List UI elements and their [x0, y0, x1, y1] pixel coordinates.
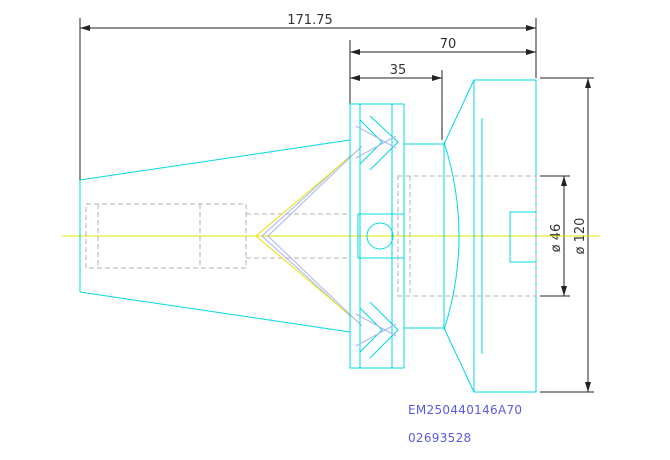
drill-point — [255, 145, 363, 327]
holder-head — [443, 79, 537, 393]
dim-diameter-bore: ø 46 — [549, 224, 564, 253]
hidden-bore — [85, 203, 350, 269]
dim-flange-to-face: 70 — [440, 37, 457, 52]
model-code: EM250440146A70 — [408, 403, 522, 417]
hidden-head-bore — [397, 175, 537, 297]
dim-overall-length: 171.75 — [287, 13, 333, 28]
neck — [403, 143, 444, 329]
dimension-lines — [79, 18, 594, 393]
taper-shank — [79, 139, 351, 333]
dim-flange-width: 35 — [390, 63, 407, 78]
serial-number: 02693528 — [408, 431, 471, 445]
